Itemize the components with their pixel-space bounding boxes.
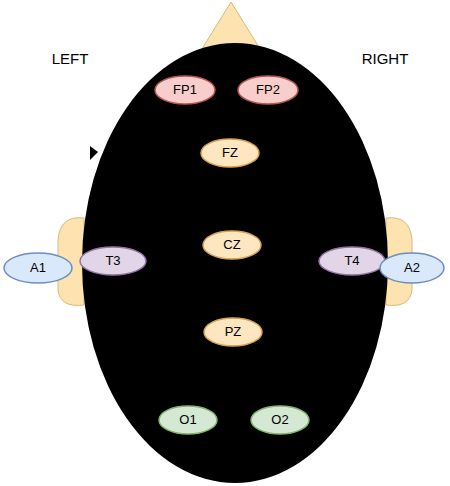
side-label: LEFT <box>52 50 89 67</box>
electrode-label: A2 <box>404 261 420 275</box>
electrode-ellipse <box>319 247 385 275</box>
side-label: RIGHT <box>362 50 409 67</box>
electrode-ellipse <box>155 76 215 104</box>
electrode-label: FZ <box>222 146 238 160</box>
electrode-label: T3 <box>105 254 120 268</box>
electrode-ellipse <box>4 253 72 283</box>
electrode-label: O2 <box>271 413 288 427</box>
electrode: O2 <box>250 405 310 435</box>
electrode-ellipse <box>159 406 217 434</box>
electrode: A1 <box>3 252 73 284</box>
head-notch <box>90 146 98 160</box>
electrode: CZ <box>202 230 262 260</box>
electrode-ellipse <box>201 139 259 167</box>
electrode-ellipse <box>251 406 309 434</box>
electrode-label: A1 <box>30 261 46 275</box>
electrode-ellipse <box>203 231 261 259</box>
electrode: O1 <box>158 405 218 435</box>
electrode-label: O1 <box>179 413 196 427</box>
electrode: T4 <box>318 246 386 276</box>
electrode: PZ <box>203 317 263 347</box>
electrode-label: PZ <box>225 325 242 339</box>
electrode-label: FP2 <box>256 83 280 97</box>
electrode-label: CZ <box>223 238 240 252</box>
electrode: T3 <box>79 246 147 276</box>
electrode: FP1 <box>154 75 216 105</box>
electrode: A2 <box>379 252 445 284</box>
electrode-label: FP1 <box>173 83 197 97</box>
electrode: FZ <box>200 138 260 168</box>
electrode: FP2 <box>237 75 299 105</box>
electrode-ellipse <box>380 253 444 283</box>
electrode-ellipse <box>80 247 146 275</box>
electrode-label: T4 <box>344 254 359 268</box>
electrode-ellipse <box>238 76 298 104</box>
electrode-ellipse <box>204 318 262 346</box>
